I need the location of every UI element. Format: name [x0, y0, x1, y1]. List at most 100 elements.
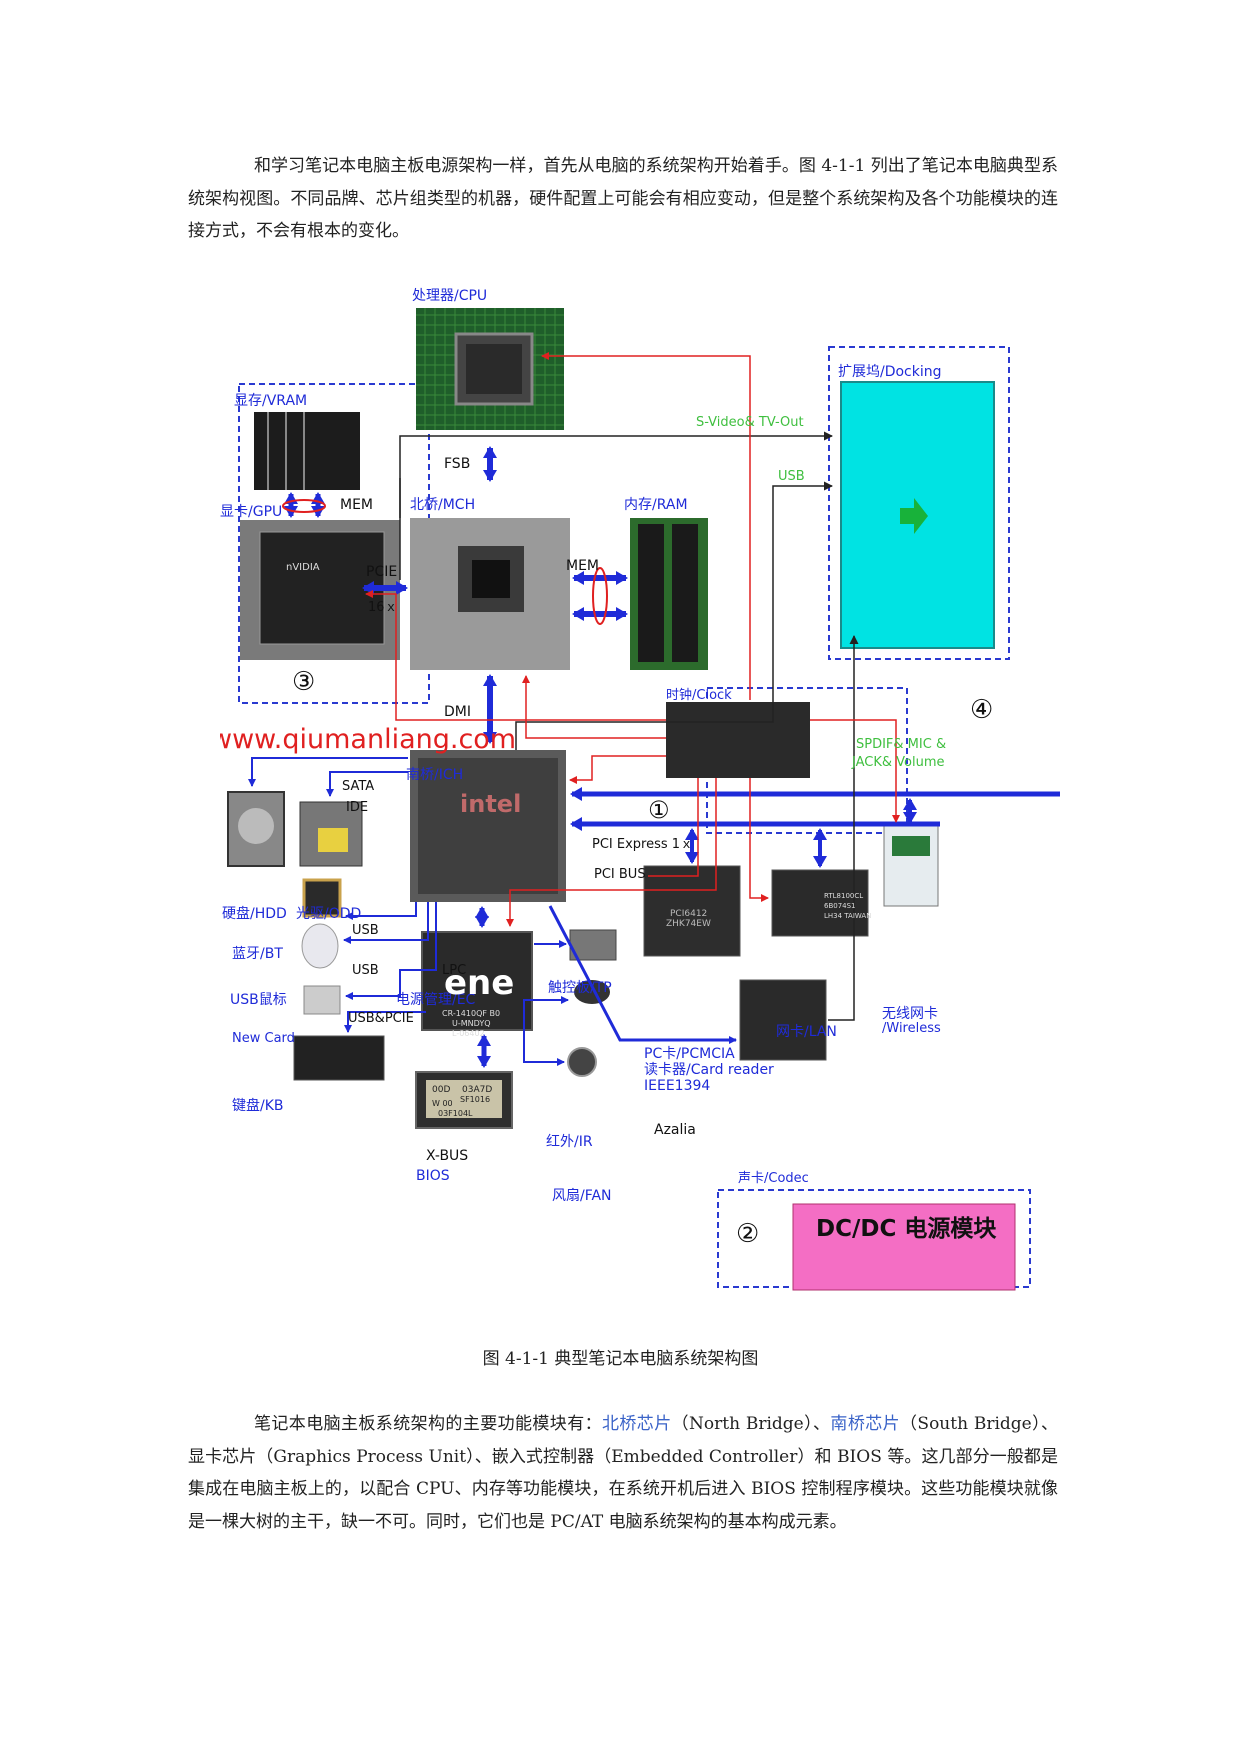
- mch-chip: [410, 518, 570, 670]
- usb-mouse-image: [301, 923, 339, 969]
- cpu-chip: [416, 308, 564, 430]
- mem-ram-label: MEM: [566, 558, 599, 574]
- mem-vram-label: MEM: [340, 497, 373, 513]
- xbus-label: X-BUS: [426, 1148, 468, 1164]
- vram-label: 显存/VRAM: [234, 393, 307, 409]
- bios-label: BIOS: [416, 1168, 450, 1184]
- sata-line: [248, 757, 408, 787]
- ir-label: 红外/IR: [546, 1134, 593, 1150]
- summary-text-3: （South Bridge）、显卡芯片（Graphics Process Uni…: [188, 1414, 1059, 1532]
- intel-logo: intel: [460, 790, 521, 818]
- lpc-label: LPC: [442, 963, 466, 978]
- module-number-4: ④: [970, 695, 993, 725]
- usb-dock-line: [515, 481, 833, 750]
- vram-chips: [254, 412, 360, 490]
- module-number-3: ③: [292, 667, 315, 697]
- ene-chip-code-2: U-MNDYQ: [452, 1019, 491, 1028]
- vram-mem-ring: [282, 499, 326, 513]
- bios-chip-text-3: SF1016: [460, 1095, 490, 1104]
- dcdc-label: DC/DC 电源模块: [816, 1216, 996, 1242]
- usb-pcie-label: USB&PCIE: [348, 1011, 414, 1026]
- pccard-label-2: 读卡器/Card reader: [644, 1061, 774, 1078]
- gpu-module-frame: [238, 383, 430, 704]
- figure-caption: 图 4-1-1 典型笔记本电脑系统架构图: [482, 1349, 759, 1369]
- pccard-label-1: PC卡/PCMCIA: [644, 1046, 735, 1062]
- bt-image: [302, 878, 342, 918]
- cpu-label: 处理器/CPU: [412, 288, 487, 304]
- tp-label: 触控板/TP: [548, 980, 612, 996]
- keyboard-image: [293, 1035, 385, 1081]
- ich-chip: [410, 750, 566, 902]
- summary-text-1: 笔记本电脑主板系统架构的主要功能模块有：: [254, 1414, 602, 1434]
- ene-chip-code-1: CR-1410QF B0: [442, 1009, 500, 1018]
- codec-chip: [739, 979, 827, 1061]
- usb-dock-label: USB: [778, 469, 805, 484]
- codec-label: 声卡/Codec: [738, 1171, 809, 1186]
- fan-image: [567, 1047, 597, 1077]
- kb-label: 键盘/KB: [232, 1097, 284, 1114]
- ene-chip-code-3: L-06402: [452, 1029, 485, 1038]
- usb-bt-line: [345, 902, 417, 920]
- docking-arrow-icon: [900, 498, 928, 534]
- laptop-architecture-diagram: 处理器/CPU 显存/VRAM 显卡/GPU MEM 北桥/MCH 内存/RAM…: [220, 288, 1060, 1291]
- usb-pcie-newcard-line: [345, 902, 437, 1000]
- bt-label: 蓝牙/BT: [232, 946, 283, 962]
- module-number-2: ②: [736, 1219, 759, 1249]
- pccard-chip-text-1: PCI6412: [670, 909, 707, 919]
- pccard-chip-text-2: ZHK74EW: [666, 919, 711, 929]
- lan-chip: [771, 869, 869, 937]
- ec-chip: [421, 931, 533, 1031]
- ich-label: 南桥/ICH: [406, 767, 463, 783]
- odd-label: [318, 828, 348, 852]
- clock-mch-line: [522, 675, 666, 739]
- pcie-x1-label: PCI Express 1ｘ: [592, 837, 693, 852]
- watermark: www.qiumanliang.com: [220, 724, 516, 755]
- south-bridge-link[interactable]: 南桥芯片: [830, 1414, 901, 1434]
- clock-module-frame: [706, 687, 908, 834]
- mch-label: 北桥/MCH: [410, 497, 475, 513]
- fan-line: [523, 1032, 565, 1066]
- ram-label: 内存/RAM: [624, 497, 688, 513]
- odd-label: 光驱/ODD: [296, 906, 361, 922]
- bios-chip-text-1: 00D: [432, 1085, 450, 1095]
- intro-paragraph: 和学习笔记本电脑主板电源架构一样，首先从电脑的系统架构开始着手。图 4-1-1 …: [188, 156, 1058, 241]
- spdif-label-1: SPDIF& MIC &: [856, 737, 946, 752]
- ide-line: [326, 771, 408, 797]
- bios-chip-text-2: 03A7D: [462, 1085, 492, 1095]
- clock-chip: [666, 702, 810, 778]
- clock-cpu-line: [541, 352, 751, 700]
- spdif-label-2: JACK& Volume: [851, 755, 945, 770]
- tp-image: [569, 929, 617, 961]
- lan-chip-text-3: LH34 TAIWAN: [824, 912, 871, 920]
- bios-chip-text-4: W 00: [432, 1099, 453, 1108]
- usb-mouse-line: [343, 902, 429, 944]
- lan-chip-text-2: 6B074S1: [824, 902, 856, 910]
- azalia-label: Azalia: [654, 1122, 696, 1138]
- clock-lan-line: [749, 778, 769, 902]
- clock-ec-line: [506, 778, 717, 927]
- x16-label: 16ｘ: [368, 600, 398, 615]
- newcard-label: New Card: [232, 1031, 295, 1046]
- bios-chip-text-5: 03F104L: [438, 1109, 473, 1118]
- ir-line: [523, 996, 569, 1032]
- ram-module: [630, 518, 708, 670]
- wireless-label-1: 无线网卡: [882, 1006, 938, 1022]
- usb-bt-label: USB: [352, 923, 379, 938]
- dmi-label: DMI: [444, 704, 471, 720]
- summary-text-2: （North Bridge）、: [671, 1414, 831, 1434]
- clock-ich-line: [569, 755, 666, 784]
- north-bridge-link[interactable]: 北桥芯片: [602, 1414, 672, 1434]
- clock-wireless-line: [810, 719, 900, 823]
- pccard-label-3: IEEE1394: [644, 1078, 710, 1094]
- clock-gpu-line: [365, 590, 666, 721]
- clock-label: 时钟/Clock: [666, 687, 732, 703]
- module-number-1: ①: [648, 796, 670, 824]
- usb-mouse-label: USB鼠标: [230, 992, 287, 1008]
- usb-mouse-usb-label: USB: [352, 963, 379, 978]
- ir-image: [574, 980, 610, 1004]
- pci-bus-label: PCI BUS: [594, 867, 646, 882]
- ec-label: 电源管理/EC: [396, 992, 476, 1008]
- docking-label: 扩展坞/Docking: [838, 364, 942, 380]
- fsb-label: FSB: [444, 456, 470, 472]
- pccard-chip: [643, 865, 741, 957]
